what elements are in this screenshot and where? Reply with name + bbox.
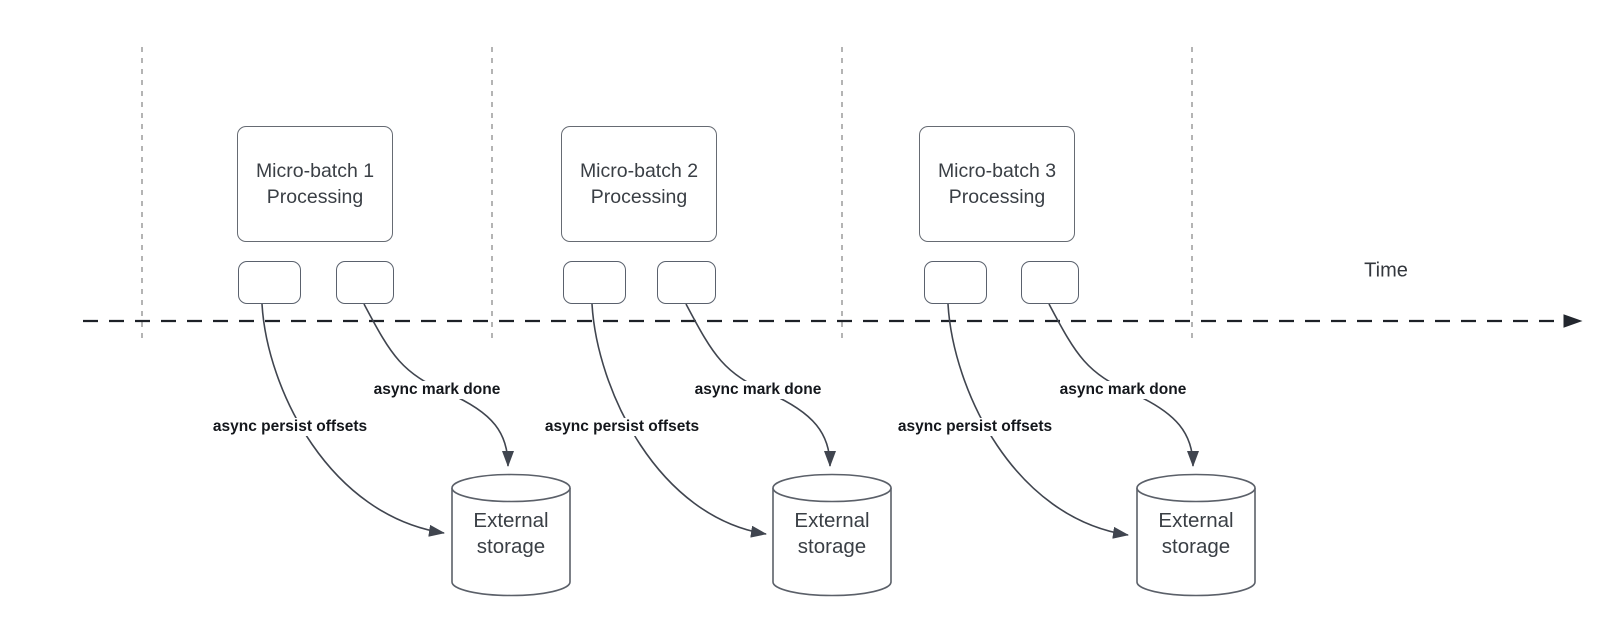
timeline-arrowhead-icon [1563, 314, 1583, 328]
micro-batch-3-box: Micro-batch 3 Processing [919, 126, 1075, 242]
offset-range-box [657, 261, 716, 304]
offset-range-box [563, 261, 626, 304]
mark-done-label: async mark done [691, 381, 825, 399]
micro-batch-2-box: Micro-batch 2 Processing [561, 126, 717, 242]
storage-cylinder [451, 473, 571, 597]
offset-range-box [1021, 261, 1079, 304]
external-storage-label: External storage [1158, 509, 1234, 558]
micro-batch-1-label: Micro-batch 1 Processing [255, 160, 375, 208]
micro-batch-3-label: Micro-batch 3 Processing [937, 160, 1057, 208]
offset-range-box [336, 261, 394, 304]
offset-range-box [924, 261, 987, 304]
external-storage-label: External storage [473, 509, 549, 558]
storage-cylinder [1136, 473, 1256, 597]
storage-cylinder [772, 473, 892, 597]
mark-done-label: async mark done [370, 381, 504, 399]
persist-offsets-arrow [947, 303, 1129, 539]
micro-batch-1-box: Micro-batch 1 Processing [237, 126, 393, 242]
persist-offsets-arrow [591, 303, 767, 538]
offset-range-box [238, 261, 301, 304]
persist-offsets-label: async persist offsets [894, 418, 1056, 436]
persist-offsets-label: async persist offsets [541, 418, 703, 436]
mark-done-label: async mark done [1056, 381, 1190, 399]
time-axis-label: Time [1364, 259, 1408, 282]
persist-offsets-label: async persist offsets [209, 418, 371, 436]
persist-offsets-arrow [261, 303, 445, 537]
external-storage-label: External storage [794, 509, 870, 558]
micro-batch-2-label: Micro-batch 2 Processing [579, 160, 699, 208]
